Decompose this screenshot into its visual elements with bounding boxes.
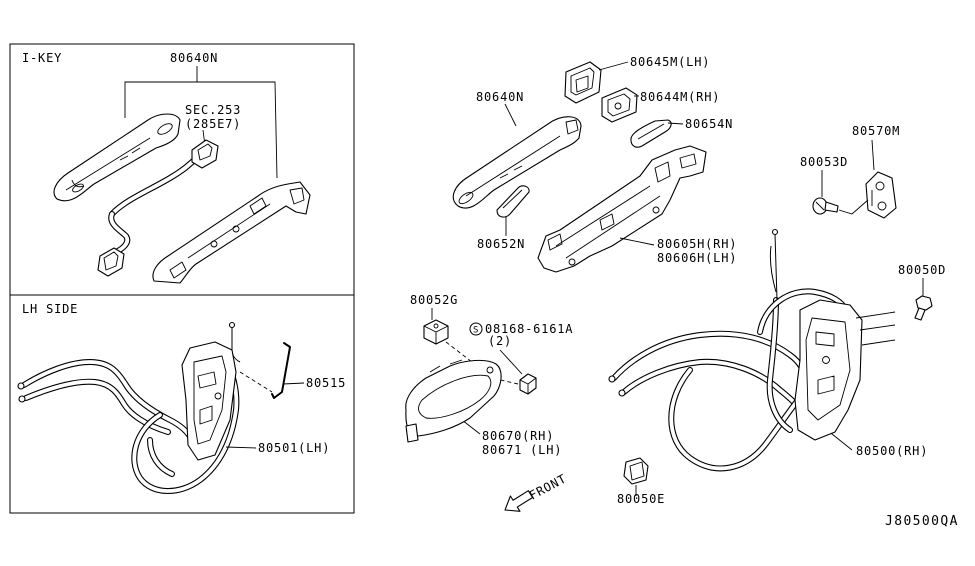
part-label-inside-handle-lh: 80671 (LH) [482,443,562,457]
door-striker [865,171,897,219]
outside-handle-bracket [537,145,707,273]
part-label-lock-rh: 80500(RH) [856,444,928,458]
part-label-outside-handle: 80640N [476,90,524,104]
part-label-screw-quantity: (2) [488,334,512,348]
part-label-gasket-front: 80652N [477,237,525,251]
lock-bolt [914,295,933,321]
part-label-inside-handle-pad: 80052G [410,293,458,307]
part-label-ikey-handle: 80640N [170,51,218,65]
inside-door-handle [405,359,502,443]
ikey-harness-cable [111,156,198,252]
front-direction-arrow [504,490,534,512]
front-gasket [496,185,530,218]
ikey-outside-handle [53,113,181,202]
part-label-screw: 08168-6161A [485,322,573,336]
lh-door-cables [17,321,241,492]
part-label-bracket-lh: 80606H(LH) [657,251,737,265]
part-label-lock-bolt: 80050D [898,263,946,277]
cable-clip [623,457,649,485]
section-reference: SEC.253 [185,103,241,117]
diagram-code: J80500QA [885,514,959,529]
part-label-striker-screw: 80053D [800,155,848,169]
panel-border [9,43,355,514]
lh-leaders [225,382,305,449]
key-cylinder-cap-rh [601,87,638,123]
striker-screw [812,197,839,215]
rh-door-cables [608,228,846,469]
ikey-connector-lower [97,247,125,277]
part-label-striker: 80570M [852,124,900,138]
inside-handle-screw [519,373,537,395]
screw-symbol-circle [469,322,483,336]
lh-lock-rod [239,342,291,399]
part-label-cap-rh: 80644M(RH) [640,90,720,104]
rear-gasket [630,119,672,148]
part-label-cap-lh: 80645M(LH) [630,55,710,69]
key-cylinder-cap-lh [564,61,602,104]
part-label-gasket-rear: 80654N [685,117,733,131]
ikey-connector-upper [191,139,219,169]
panel-title-lh-side: LH SIDE [22,302,78,316]
front-direction-label: FRONT [527,471,569,502]
panel-title-ikey: I-KEY [22,51,62,65]
outside-door-handle [452,116,582,209]
lh-door-lock-actuator [181,341,237,461]
ikey-handle-bracket [152,181,311,284]
part-label-lh-lock: 80501(LH) [258,441,330,455]
screw-symbol-letter: S [473,326,478,336]
part-label-lh-rod: 80515 [306,376,346,390]
part-label-inside-handle-rh: 80670(RH) [482,429,554,443]
part-label-clip: 80050E [617,492,665,506]
part-label-bracket-rh: 80605H(RH) [657,237,737,251]
inside-handle-pad [423,319,449,345]
left-panel-frame [9,43,355,514]
section-reference-code: (285E7) [185,117,241,131]
door-lock-actuator-rh [794,299,896,441]
